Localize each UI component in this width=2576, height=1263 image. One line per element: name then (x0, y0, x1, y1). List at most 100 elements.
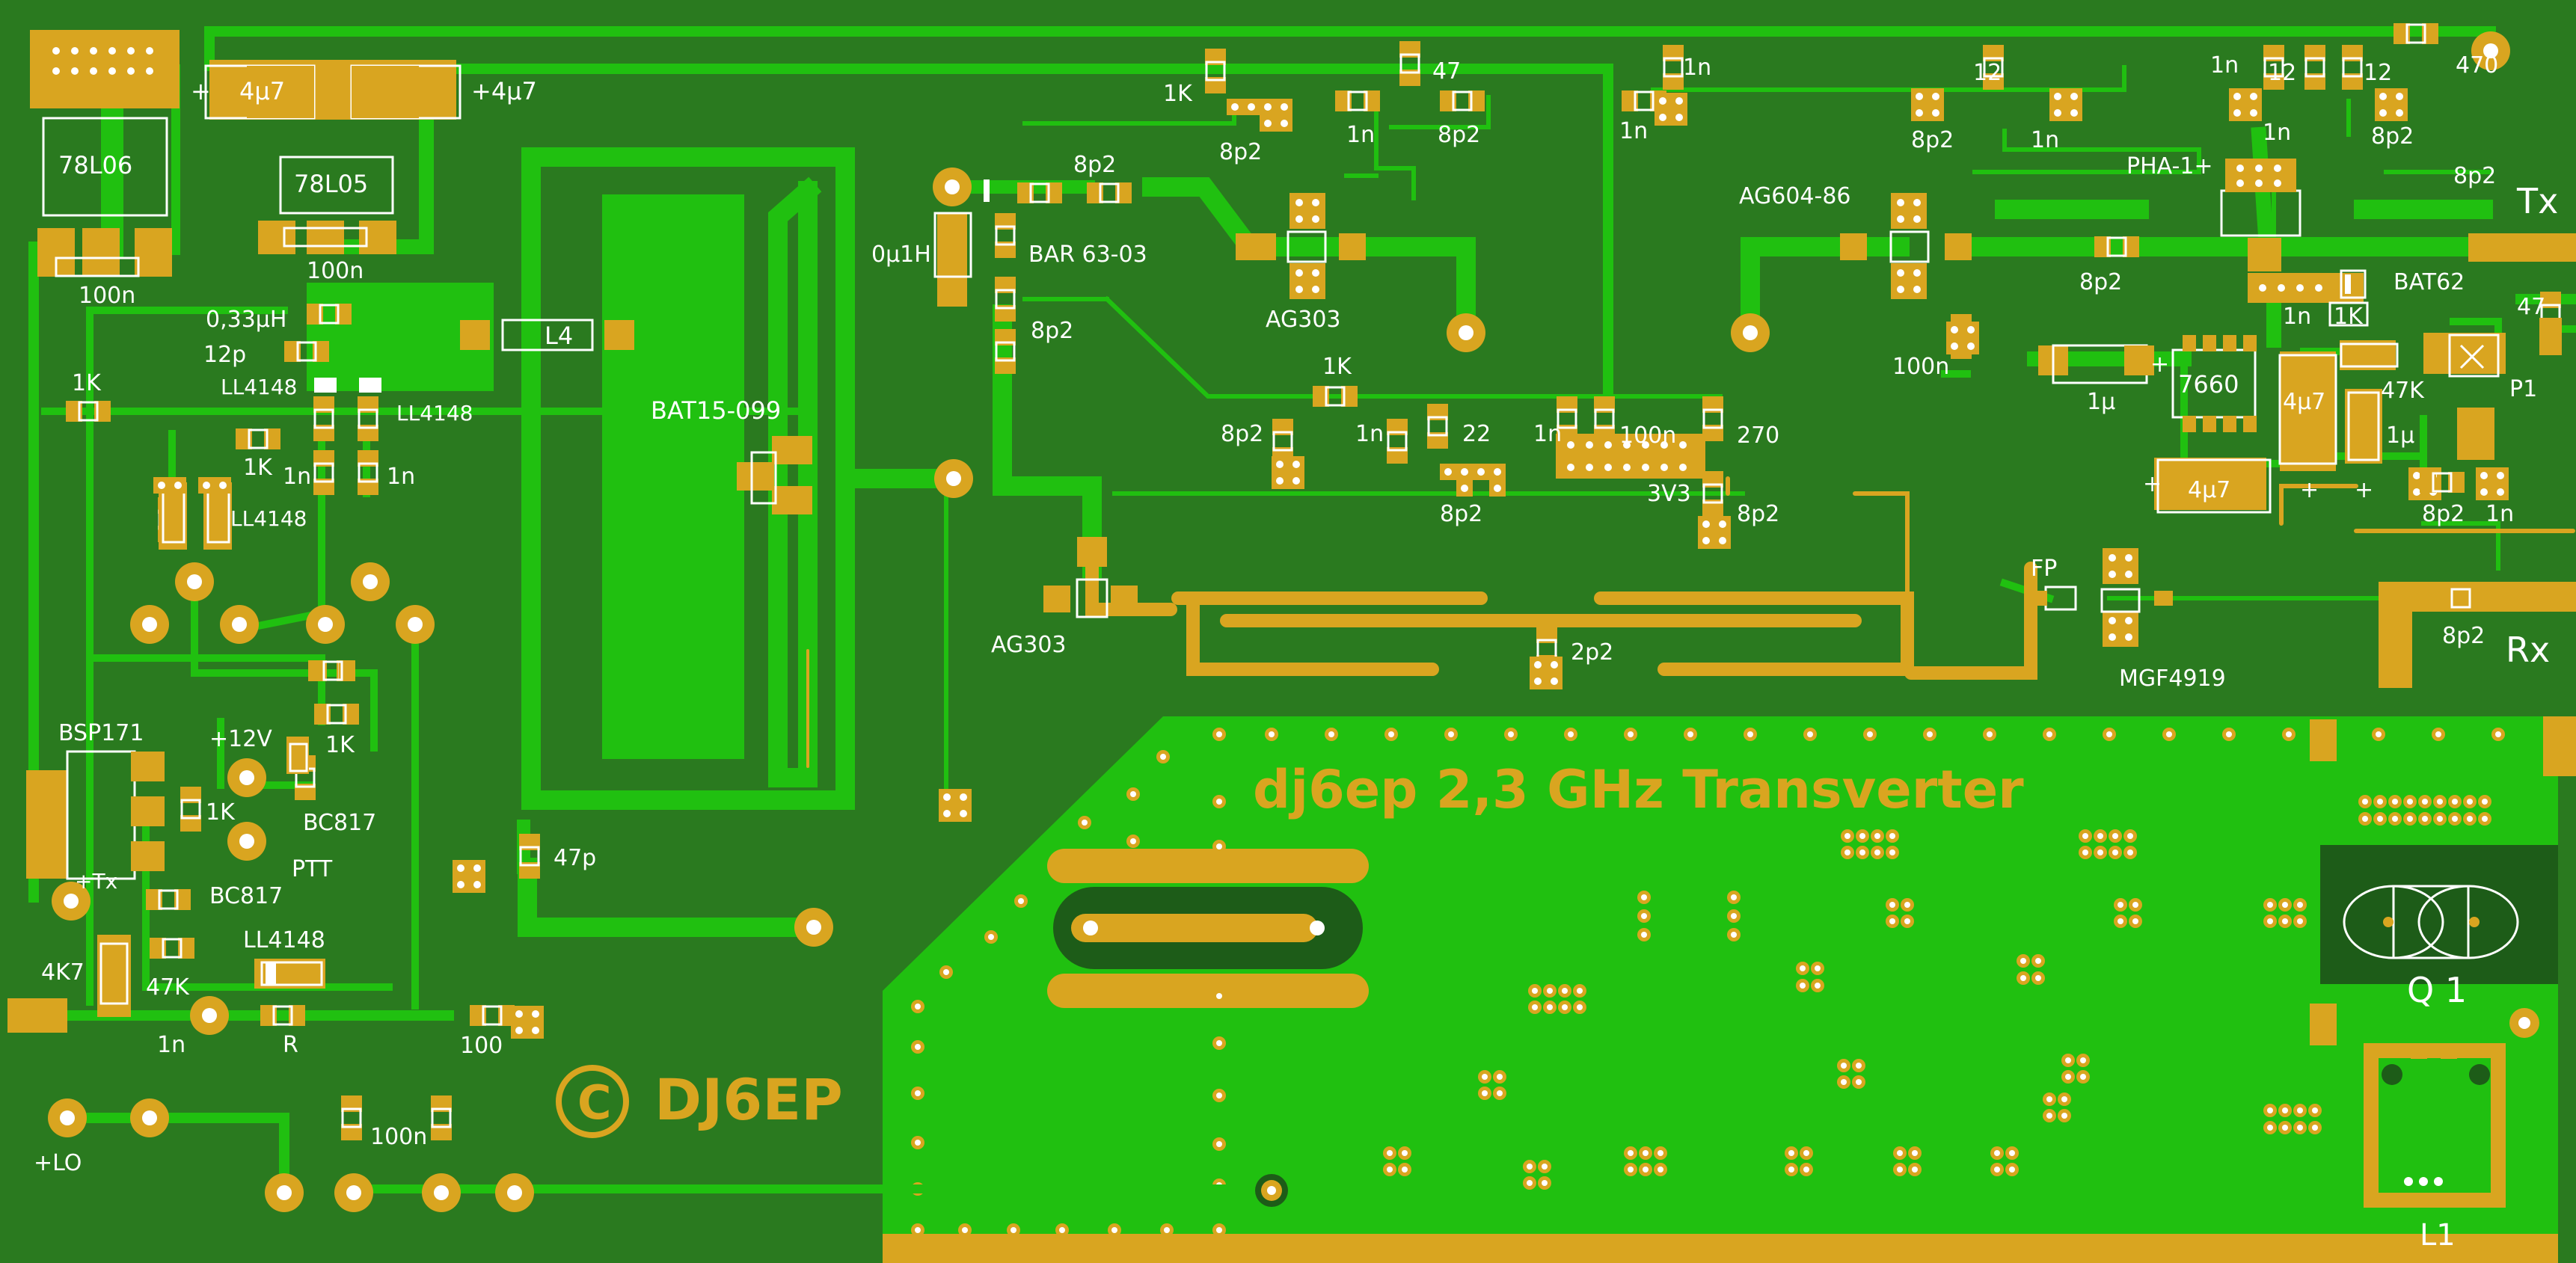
silkscreen-labels: 78L06 78L05 4µ7 + +4µ7 100n 100n 0,33µH … (34, 52, 2558, 1253)
label-l-033uh: 0,33µH (206, 307, 286, 333)
label-plo: +LO (34, 1150, 82, 1176)
smd-components (7, 22, 2563, 1142)
label-c-1n-i: 1n (2283, 304, 2311, 330)
svg-text:+: + (191, 77, 211, 105)
label-c-47: 47 (1432, 58, 1461, 84)
label-r-1k-g: 1K (206, 799, 236, 826)
label-reg-78l06: 78L06 (58, 151, 132, 179)
label-c-1n-f: 1n (2031, 127, 2059, 153)
regulator-78l06 (37, 117, 172, 277)
label-r-470: 470 (2456, 52, 2498, 79)
label-c-100n-c: 100n (1619, 422, 1676, 449)
label-c-8p2-i: 8p2 (1221, 421, 1263, 447)
inductor-l4 (460, 320, 490, 350)
label-c-22: 22 (1462, 421, 1491, 447)
svg-text:C: C (577, 1075, 612, 1130)
label-c-8p2-k: 8p2 (1737, 501, 1779, 527)
label-c-1n-m: 1n (157, 1032, 185, 1058)
label-c-8p2-e: 8p2 (1911, 127, 1954, 153)
label-bsp171: BSP171 (58, 720, 144, 746)
capacitor-4u7-pair (204, 60, 461, 120)
label-c-2p2: 2p2 (1571, 639, 1613, 666)
label-d-ll4148-b: LL4148 (396, 401, 473, 425)
label-d-ll4148-a: LL4148 (221, 375, 297, 399)
label-rx: Rx (2506, 630, 2550, 670)
microstrip-lines (806, 476, 2575, 768)
label-c-12-b: 12 (2268, 60, 2296, 86)
label-fp: FP (2031, 556, 2057, 582)
label-r-4k7: 4K7 (41, 959, 85, 986)
label-c-4u7-b: 4µ7 (2283, 389, 2325, 415)
label-c-1n-e: 1n (1619, 118, 1648, 144)
amplifier-ag303-upper (1236, 233, 1276, 260)
board-title: dj6ep 2,3 GHz Transverter (1253, 759, 2024, 820)
label-r-1k-f: 1K (325, 732, 355, 758)
label-c-1n-d: 1n (1683, 55, 1711, 81)
label-c-12-a: 12 (1973, 60, 2002, 86)
label-d-ll4148-d: LL4148 (243, 927, 325, 953)
label-c-8p2-a: 8p2 (1073, 152, 1116, 178)
label-ptx: +Tx (75, 869, 117, 894)
label-c-8p2-d: 8p2 (1438, 122, 1480, 148)
label-c-1u-b: 1µ (2386, 422, 2414, 449)
label-c-8p2-m: 8p2 (2442, 623, 2485, 649)
label-c-4u7-right: +4µ7 (471, 77, 537, 105)
svg-text:+: + (2300, 477, 2319, 503)
label-c-100n-b: 100n (307, 258, 364, 284)
label-pha1: PHA-1+ (2126, 153, 2213, 179)
label-c-1n-c: 1n (1346, 122, 1375, 148)
label-l1: L1 (2420, 1218, 2456, 1253)
label-l4: L4 (545, 322, 573, 350)
label-c-100n-d: 100n (1892, 354, 1949, 380)
label-c-8p2-h: 8p2 (2079, 269, 2122, 295)
label-c-8p2-f: 8p2 (2371, 123, 2414, 150)
label-reg-78l05: 78L05 (294, 170, 368, 198)
label-mgf4919: MGF4919 (2119, 666, 2226, 692)
label-c-1n-k: 1n (1533, 421, 1562, 447)
power-header (30, 30, 180, 108)
label-v3v3: 3V3 (1647, 481, 1691, 507)
label-r-1k-a: 1K (72, 370, 102, 396)
label-ag303-b: AG303 (991, 632, 1067, 658)
label-bat15: BAT15-099 (651, 396, 781, 425)
label-r-270: 270 (1737, 422, 1779, 449)
label-r-1k-c: 1K (1163, 81, 1193, 107)
label-r-1k-b: 1K (243, 455, 273, 481)
label-p12v: +12V (209, 726, 272, 752)
amplifier-ag303-lower (1043, 586, 1070, 612)
svg-text:+: + (2150, 351, 2169, 378)
label-d-ll4148-c: LL4148 (230, 506, 307, 531)
crystal-footprint (2320, 845, 2558, 984)
label-r-47k-b: 47K (146, 974, 190, 1001)
label-p1: P1 (2509, 376, 2537, 402)
label-r-47k-a: 47K (2381, 378, 2425, 404)
label-c-4u7-left: 4µ7 (239, 77, 285, 105)
label-c-12-c: 12 (2364, 60, 2392, 86)
ground-plane (883, 716, 2576, 1263)
label-bat62: BAT62 (2393, 269, 2465, 295)
svg-text:+: + (2355, 477, 2373, 503)
label-r-47: 47 (2517, 294, 2545, 320)
svg-text:+: + (2143, 471, 2162, 497)
label-r-1k-d: 1K (2334, 304, 2364, 330)
label-bc817-b: BC817 (209, 883, 283, 909)
label-c-8p2-g: 8p2 (2453, 163, 2496, 189)
label-c-1u-a: 1µ (2087, 389, 2115, 415)
diode-bat15 (772, 436, 812, 464)
label-q1: Q 1 (2407, 970, 2467, 1010)
copyright-name: DJ6EP (654, 1066, 843, 1133)
label-c-47p: 47p (553, 845, 596, 871)
regulator-78l05 (258, 156, 396, 254)
label-c-4u7-c: 4µ7 (2188, 477, 2230, 503)
label-ag604: AG604-86 (1739, 183, 1851, 209)
label-c-1n-h: 1n (2263, 120, 2291, 146)
copyright-mark: © C DJ6EP (556, 1065, 843, 1138)
label-r-1k-e: 1K (1322, 354, 1352, 380)
label-ptt: PTT (292, 856, 333, 882)
label-r-100: 100 (460, 1033, 503, 1059)
label-c-8p2-j: 8p2 (1440, 501, 1482, 527)
label-tx: Tx (2516, 181, 2558, 221)
tx-port-pad (2513, 233, 2576, 262)
label-ag303-a: AG303 (1266, 307, 1341, 333)
